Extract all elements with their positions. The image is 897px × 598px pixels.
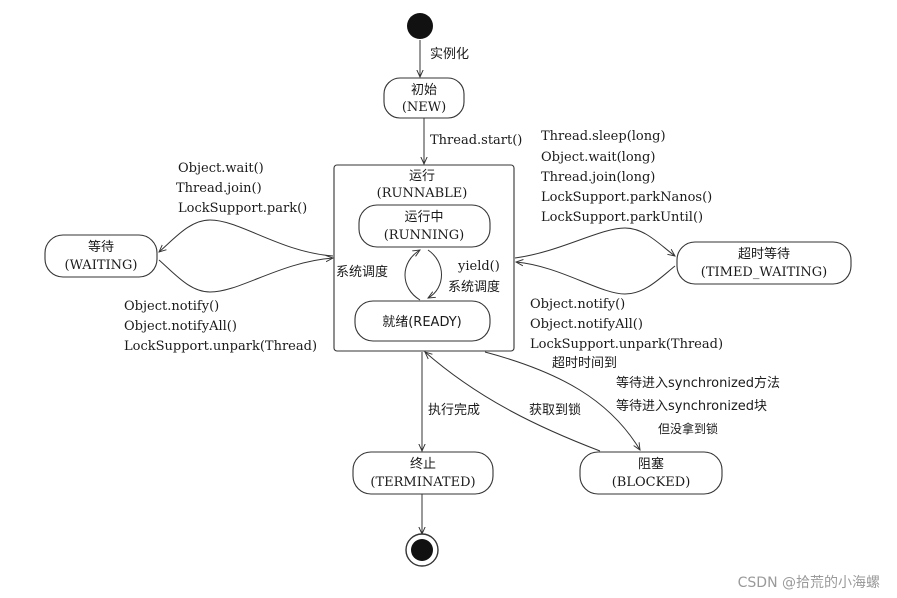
label-from-waiting-2: LockSupport.unpark(Thread) bbox=[124, 339, 317, 354]
label-to-timed-2: Thread.join(long) bbox=[541, 170, 655, 185]
arrow-timed-runnable bbox=[516, 262, 676, 295]
label-to-timed-3: LockSupport.parkNanos() bbox=[541, 190, 712, 205]
state-running-en: (RUNNING) bbox=[384, 228, 465, 243]
label-schedule-right: 系统调度 bbox=[448, 279, 500, 295]
state-running bbox=[358, 204, 491, 248]
state-new-en: (NEW) bbox=[402, 100, 446, 115]
label-to-timed-1: Object.wait(long) bbox=[541, 150, 655, 165]
arrow-ready-running bbox=[404, 250, 420, 301]
start-node bbox=[407, 13, 433, 39]
label-to-waiting-0: Object.wait() bbox=[178, 161, 264, 176]
state-runnable-cn: 运行 bbox=[409, 169, 435, 184]
label-to-waiting-1: Thread.join() bbox=[176, 181, 262, 196]
arrow-waiting-runnable bbox=[158, 258, 333, 293]
state-timed-cn: 超时等待 bbox=[738, 246, 790, 262]
state-timed-waiting bbox=[676, 241, 852, 285]
state-blocked bbox=[579, 451, 723, 495]
label-to-timed-4: LockSupport.parkUntil() bbox=[541, 210, 703, 225]
state-blocked-cn: 阻塞 bbox=[638, 456, 664, 472]
state-timed-en: (TIMED_WAITING) bbox=[701, 265, 827, 280]
label-timeout: 超时时间到 bbox=[552, 356, 617, 371]
end-node-core bbox=[411, 539, 433, 561]
arrow-blocked-runnable bbox=[425, 352, 601, 452]
arrow-runnable-blocked bbox=[484, 351, 640, 450]
label-to-timed-0: Thread.sleep(long) bbox=[541, 129, 666, 144]
label-get-lock: 获取到锁 bbox=[529, 402, 581, 418]
state-waiting-en: (WAITING) bbox=[65, 258, 138, 273]
label-instantiate: 实例化 bbox=[430, 47, 469, 62]
label-yield: yield() bbox=[457, 259, 500, 274]
label-to-blocked-0: 等待进入synchronized方法 bbox=[616, 375, 780, 391]
state-ready bbox=[354, 300, 491, 342]
label-from-waiting-1: Object.notifyAll() bbox=[124, 319, 237, 334]
label-from-timed-0: Object.notify() bbox=[530, 297, 625, 312]
state-ready-label: 就绪(READY) bbox=[382, 315, 462, 330]
state-terminated bbox=[352, 451, 494, 495]
state-blocked-en: (BLOCKED) bbox=[612, 475, 691, 490]
state-terminated-cn: 终止 bbox=[410, 456, 436, 472]
arrow-runnable-timed bbox=[514, 227, 675, 259]
arrow-runnable-waiting bbox=[159, 219, 334, 257]
label-from-timed-2: LockSupport.unpark(Thread) bbox=[530, 337, 723, 352]
state-terminated-en: (TERMINATED) bbox=[370, 475, 475, 490]
state-running-cn: 运行中 bbox=[404, 210, 443, 225]
arrow-running-ready bbox=[428, 249, 442, 298]
state-new-cn: 初始 bbox=[411, 83, 437, 98]
label-schedule-left: 系统调度 bbox=[336, 264, 388, 280]
label-to-waiting-2: LockSupport.park() bbox=[178, 201, 307, 216]
label-no-lock: 但没拿到锁 bbox=[658, 421, 718, 436]
state-waiting bbox=[44, 234, 158, 278]
label-from-timed-1: Object.notifyAll() bbox=[530, 317, 643, 332]
watermark: CSDN @拾荒的小海螺 bbox=[738, 575, 880, 591]
state-runnable-en: (RUNNABLE) bbox=[377, 186, 468, 201]
label-exec-done: 执行完成 bbox=[428, 403, 480, 418]
label-from-waiting-0: Object.notify() bbox=[124, 299, 219, 314]
label-thread-start: Thread.start() bbox=[430, 133, 522, 148]
label-to-blocked-1: 等待进入synchronized块 bbox=[616, 398, 767, 414]
state-waiting-cn: 等待 bbox=[88, 239, 114, 255]
